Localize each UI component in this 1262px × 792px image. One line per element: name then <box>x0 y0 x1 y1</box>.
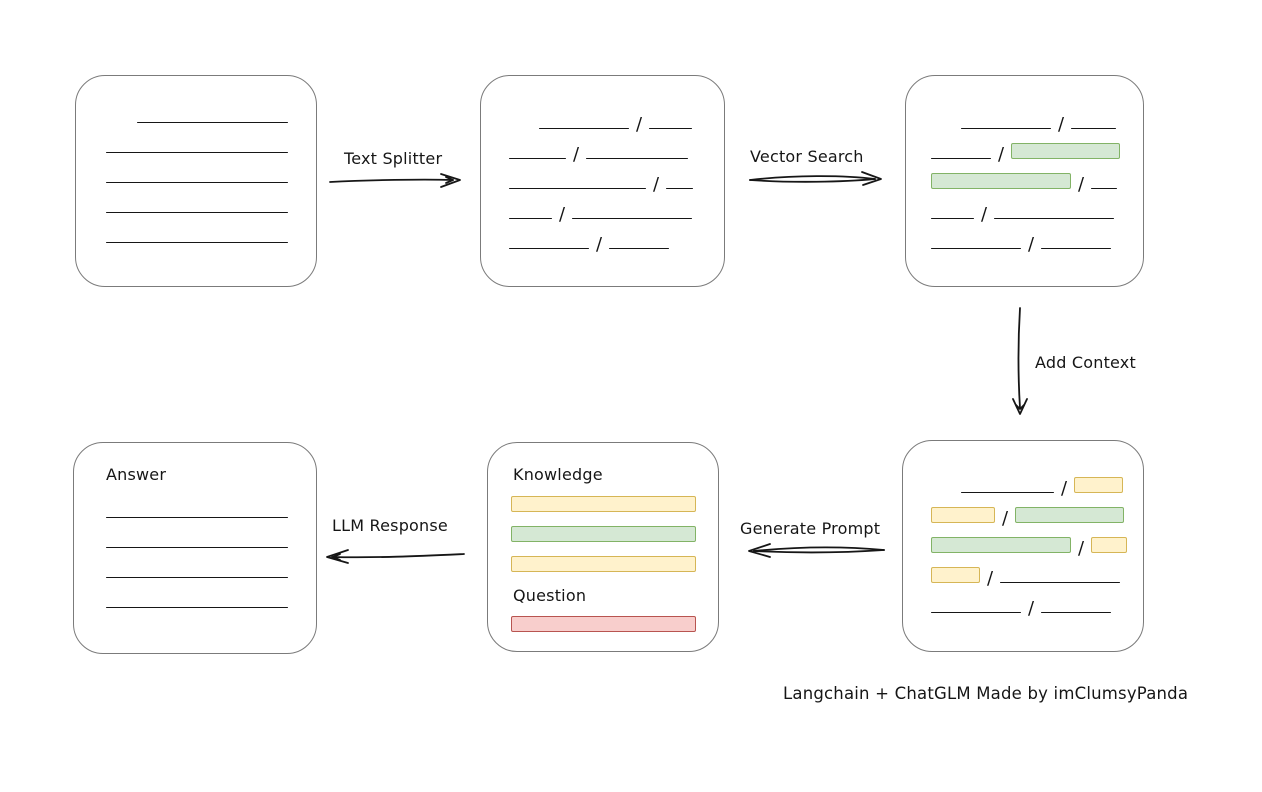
text-segment <box>931 612 1021 613</box>
text-chunks-box: / / / / / <box>480 75 725 287</box>
text-line <box>106 547 288 548</box>
text-segment <box>509 158 566 159</box>
text-segment <box>649 128 693 129</box>
text-line <box>106 607 288 608</box>
slash-separator: / <box>981 204 988 225</box>
text-line <box>137 122 288 123</box>
slash-separator: / <box>1078 174 1085 195</box>
text-segment <box>1041 248 1112 249</box>
slash-separator: / <box>987 568 994 589</box>
llm-response-arrow <box>326 549 465 564</box>
text-segment <box>1071 128 1117 129</box>
knowledge-bar-yellow <box>511 496 696 512</box>
text-segment <box>572 218 693 219</box>
text-splitter-arrow <box>329 173 461 188</box>
text-segment <box>509 188 646 189</box>
chunk-row: / <box>509 200 693 225</box>
chunk-row: / <box>931 170 1118 195</box>
chunk-row: / <box>961 474 1124 499</box>
credit-caption: Langchain + ChatGLM Made by imClumsyPand… <box>783 684 1189 703</box>
knowledge-bar-green <box>511 526 696 542</box>
slash-separator: / <box>559 204 566 225</box>
chunk-row: / <box>931 594 1112 619</box>
source-document-box <box>75 75 317 287</box>
question-title: Question <box>513 586 587 605</box>
text-segment <box>961 492 1054 493</box>
vector-search-arrow <box>749 171 882 186</box>
question-bar-red <box>511 616 696 632</box>
text-segment <box>509 218 552 219</box>
slash-separator: / <box>1058 114 1065 135</box>
context-chunk-yellow <box>931 507 995 523</box>
llm-response-label: LLM Response <box>332 516 448 535</box>
knowledge-title: Knowledge <box>513 465 603 484</box>
generate-prompt-label: Generate Prompt <box>740 519 881 538</box>
text-line <box>106 577 288 578</box>
text-line <box>106 152 288 153</box>
matched-chunk-green <box>1015 507 1125 523</box>
text-segment <box>931 218 974 219</box>
chunk-row: / <box>931 534 1128 559</box>
chunk-row: / <box>509 230 670 255</box>
slash-separator: / <box>596 234 603 255</box>
slash-separator: / <box>998 144 1005 165</box>
text-segment <box>539 128 629 129</box>
chunk-row: / <box>931 564 1121 589</box>
context-chunk-yellow <box>1091 537 1128 553</box>
matched-chunks-box: / / / / / <box>905 75 1144 287</box>
text-line <box>106 212 288 213</box>
generate-prompt-arrow <box>748 543 885 558</box>
text-line <box>106 242 288 243</box>
text-segment <box>931 158 991 159</box>
slash-separator: / <box>1078 538 1085 559</box>
text-segment <box>961 128 1051 129</box>
chunk-row: / <box>931 230 1112 255</box>
context-chunk-yellow <box>931 567 980 583</box>
add-context-arrow <box>1012 307 1028 415</box>
text-segment <box>586 158 689 159</box>
text-line <box>106 517 288 518</box>
vector-search-label: Vector Search <box>750 147 864 166</box>
chunk-row: / <box>509 170 694 195</box>
chunk-row: / <box>961 110 1117 135</box>
chunk-row: / <box>539 110 693 135</box>
slash-separator: / <box>653 174 660 195</box>
text-line <box>106 182 288 183</box>
chunk-row: / <box>931 504 1125 529</box>
text-splitter-label: Text Splitter <box>344 149 443 168</box>
text-segment <box>1000 582 1121 583</box>
text-segment <box>609 248 670 249</box>
slash-separator: / <box>1002 508 1009 529</box>
chunk-row: / <box>931 140 1121 165</box>
slash-separator: / <box>636 114 643 135</box>
prompt-box: Knowledge Question <box>487 442 719 652</box>
matched-chunk-green <box>1011 143 1121 159</box>
text-segment <box>1091 188 1118 189</box>
slash-separator: / <box>1028 234 1035 255</box>
context-chunks-box: / / / / / <box>902 440 1144 652</box>
chunk-row: / <box>931 200 1115 225</box>
context-chunk-yellow <box>1074 477 1124 493</box>
slash-separator: / <box>1061 478 1068 499</box>
knowledge-bar-yellow <box>511 556 696 572</box>
chunk-row: / <box>509 140 689 165</box>
text-segment <box>931 248 1021 249</box>
slash-separator: / <box>1028 598 1035 619</box>
matched-chunk-green <box>931 173 1071 189</box>
text-segment <box>666 188 694 189</box>
answer-title: Answer <box>106 465 167 484</box>
text-segment <box>509 248 589 249</box>
text-segment <box>1041 612 1112 613</box>
slash-separator: / <box>573 144 580 165</box>
answer-box: Answer <box>73 442 317 654</box>
add-context-label: Add Context <box>1035 353 1136 372</box>
text-segment <box>994 218 1115 219</box>
matched-chunk-green <box>931 537 1071 553</box>
